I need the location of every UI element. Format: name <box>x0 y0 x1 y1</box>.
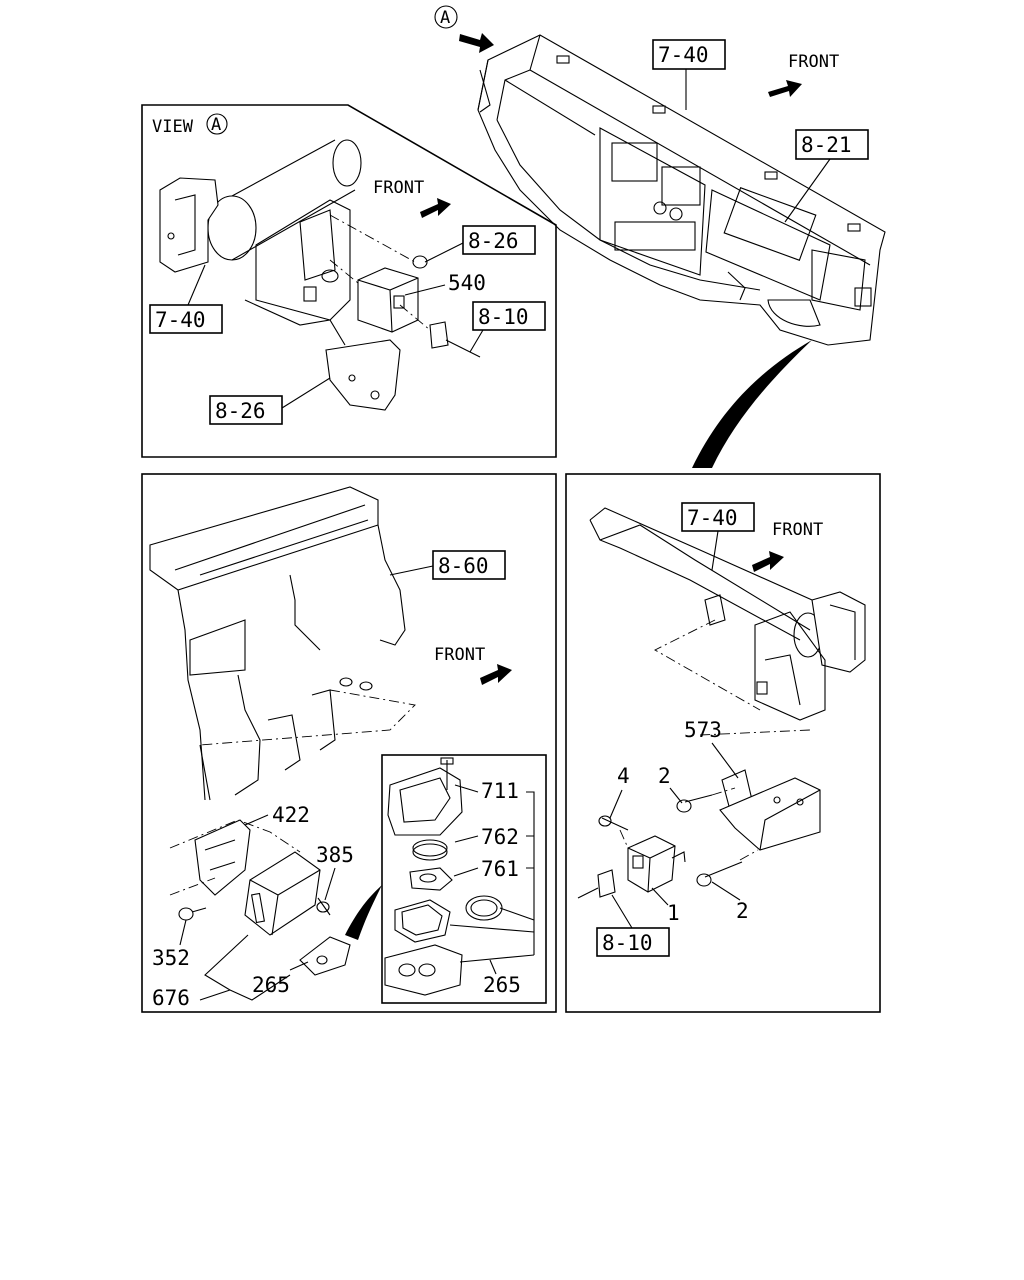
callout-8-26-bottom: 8-26 <box>215 399 266 423</box>
callout-385: 385 <box>316 843 354 867</box>
label-box-8-10-right <box>596 927 670 957</box>
view-a-title-marker: A <box>211 115 221 135</box>
bottom-right-panel: 7-40 FRONT 573 2 4 1 2 8-10 <box>565 473 881 1013</box>
callout-761: 761 <box>481 857 519 881</box>
callout-4: 4 <box>617 764 630 788</box>
front-arrow-view-a <box>420 198 451 218</box>
callout-676: 676 <box>152 986 190 1010</box>
callout-8-26-top: 8-26 <box>468 229 519 253</box>
front-arrow-bottom-left <box>480 664 512 685</box>
callout-352: 352 <box>152 946 190 970</box>
front-arrow-right <box>752 551 784 572</box>
callout-7-40-view-a: 7-40 <box>155 308 206 332</box>
callout-8-10-view-a: 8-10 <box>478 305 529 329</box>
callout-422: 422 <box>272 803 310 827</box>
callout-265-left: 265 <box>252 973 290 997</box>
callout-7-40-dash: 7-40 <box>658 43 709 67</box>
view-a-marker-circle <box>434 5 458 29</box>
front-label-bottom-left: FRONT <box>434 645 485 665</box>
bottom-left-panel: 8-60 FRONT 422 385 352 265 676 <box>141 473 557 1013</box>
front-label-view-a: FRONT <box>373 178 424 198</box>
callout-573: 573 <box>684 718 722 742</box>
dashboard-assembly: A <box>434 5 886 346</box>
key-fob-inset <box>381 754 547 1004</box>
label-box-7-40-dash <box>652 39 726 70</box>
label-box-8-21 <box>795 129 869 160</box>
callout-265-inset: 265 <box>483 973 521 997</box>
label-box-8-10-view-a <box>472 301 546 331</box>
dashboard-callouts: 7-40 FRONT 8-21 <box>652 39 869 468</box>
callout-2-bottom: 2 <box>736 899 749 923</box>
callout-7-40-right: 7-40 <box>687 506 738 530</box>
detail-reference-arrow <box>692 340 812 468</box>
view-a-marker-letter: A <box>440 8 450 28</box>
view-a-direction-arrow <box>459 33 494 53</box>
callout-8-60: 8-60 <box>438 554 489 578</box>
callout-8-10-right: 8-10 <box>602 931 653 955</box>
front-arrow-dash <box>768 80 802 97</box>
callout-2-top: 2 <box>658 764 671 788</box>
callout-762: 762 <box>481 825 519 849</box>
label-box-8-60 <box>432 550 506 580</box>
front-label-dash: FRONT <box>788 52 839 72</box>
callout-540: 540 <box>448 271 486 295</box>
front-label-right: FRONT <box>772 520 823 540</box>
callout-8-21: 8-21 <box>801 133 852 157</box>
label-box-8-26-bottom <box>209 395 283 425</box>
view-a-title-marker-circle <box>206 113 228 135</box>
label-box-8-26-top <box>462 225 536 255</box>
label-box-7-40-view-a <box>149 304 223 334</box>
callout-711: 711 <box>481 779 519 803</box>
view-a-panel: VIEW A FRONT <box>141 104 557 458</box>
callout-1: 1 <box>667 901 680 925</box>
view-a-title: VIEW <box>152 117 194 137</box>
